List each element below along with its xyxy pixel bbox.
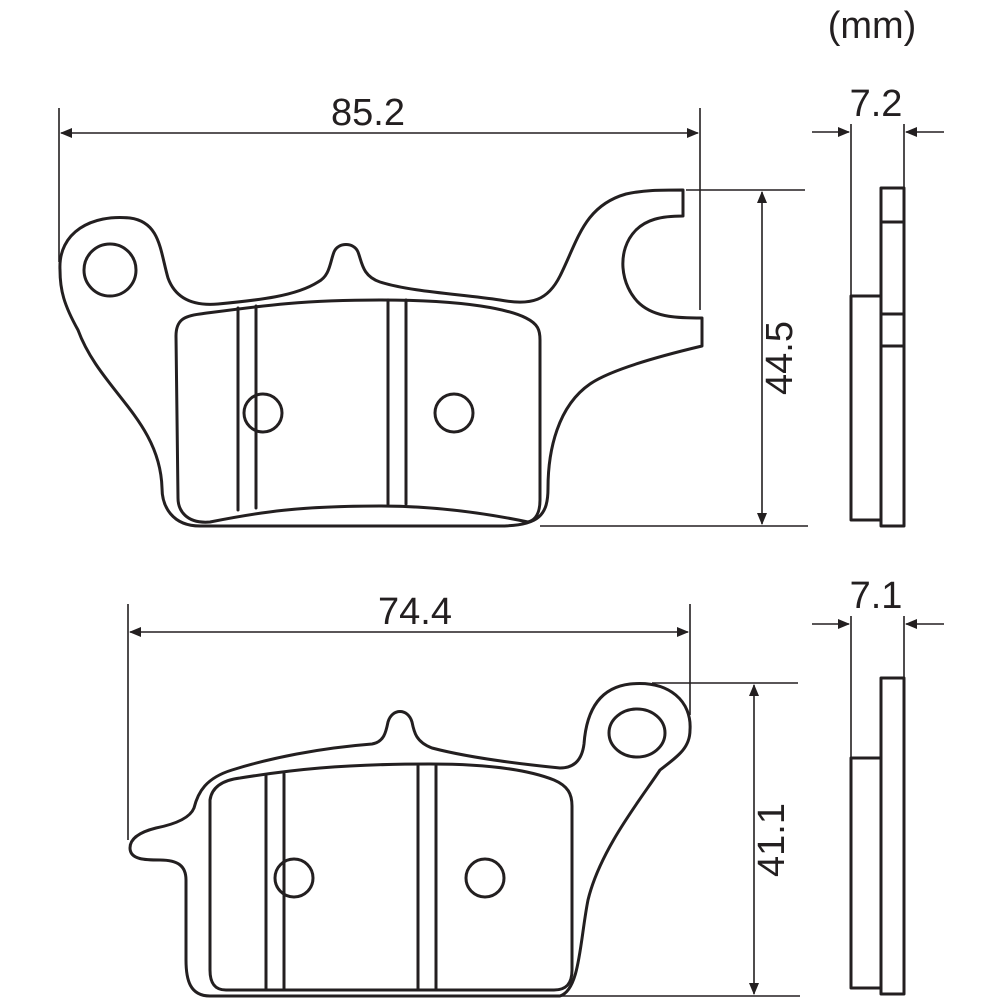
rear-pad-rivet-right — [464, 857, 506, 899]
front-height-dimension: 44.5 — [540, 189, 808, 527]
rear-height-label: 41.1 — [751, 803, 793, 877]
rear-pad-wear-grooves — [264, 764, 438, 992]
rear-pad — [128, 682, 692, 998]
front-pad-side-view — [849, 186, 906, 528]
front-pad — [58, 188, 704, 528]
front-pad-backing-plate — [58, 188, 704, 528]
front-height-label: 44.5 — [759, 321, 801, 395]
rear-thickness-dimension: 7.1 — [812, 575, 944, 758]
rear-pad-friction-material — [208, 762, 574, 992]
front-pad-rivet-right — [433, 392, 475, 434]
front-width-label: 85.2 — [331, 92, 405, 134]
front-pad-friction-material — [174, 298, 542, 524]
rear-height-dimension: 41.1 — [560, 682, 800, 997]
rear-pad-mounting-hole — [607, 707, 667, 759]
front-thickness-dimension: 7.2 — [812, 83, 944, 296]
unit-label: (mm) — [828, 5, 917, 47]
front-thickness-label: 7.2 — [850, 83, 903, 125]
rear-pad-rivet-left — [273, 857, 315, 899]
rear-pad-backing-plate — [128, 682, 692, 998]
front-pad-wear-grooves — [236, 298, 408, 512]
rear-width-dimension: 74.4 — [127, 591, 691, 840]
rear-thickness-label: 7.1 — [850, 575, 903, 617]
rear-pad-side-view — [849, 676, 906, 996]
front-pad-rivet-left — [242, 392, 284, 434]
front-width-dimension: 85.2 — [58, 92, 701, 310]
front-pad-mounting-hole — [82, 242, 138, 298]
rear-width-label: 74.4 — [378, 591, 452, 633]
